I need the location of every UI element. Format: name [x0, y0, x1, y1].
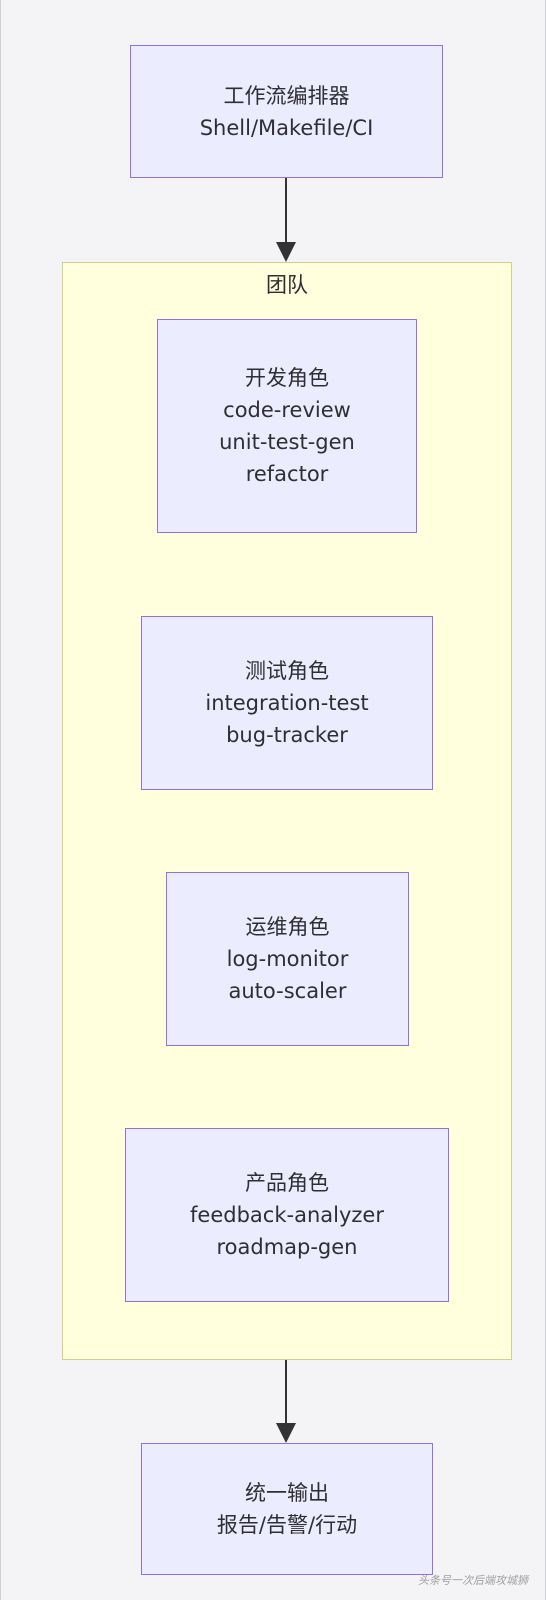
- left-frame-border: [0, 0, 1, 1600]
- output-subtitle: 报告/告警/行动: [216, 1513, 358, 1537]
- role-node-product: 产品角色 feedback-analyzer roadmap-gen: [125, 1128, 449, 1302]
- orchestrator-subtitle: Shell/Makefile/CI: [199, 115, 374, 140]
- role-skill: bug-tracker: [226, 723, 348, 747]
- output-title: 统一输出: [245, 1481, 329, 1505]
- role-node-dev: 开发角色 code-review unit-test-gen refactor: [157, 319, 417, 533]
- role-skill: refactor: [245, 462, 329, 486]
- orchestrator-title: 工作流编排器: [223, 83, 350, 108]
- role-skill: unit-test-gen: [219, 430, 355, 454]
- watermark-text: 头条号一次后端攻城狮: [418, 1574, 528, 1587]
- role-title: 测试角色: [245, 659, 329, 683]
- orchestrator-node: 工作流编排器 Shell/Makefile/CI: [130, 45, 443, 178]
- role-title: 产品角色: [245, 1171, 329, 1195]
- role-skill: integration-test: [205, 691, 369, 715]
- team-cluster-label: 团队: [266, 273, 308, 297]
- role-title: 运维角色: [245, 915, 330, 939]
- role-skill: feedback-analyzer: [190, 1203, 384, 1227]
- role-skill: log-monitor: [226, 947, 349, 971]
- role-title: 开发角色: [245, 366, 329, 390]
- role-skill: code-review: [223, 398, 351, 422]
- role-node-test: 测试角色 integration-test bug-tracker: [141, 616, 433, 790]
- output-node: 统一输出 报告/告警/行动: [141, 1443, 433, 1575]
- role-skill: auto-scaler: [228, 979, 347, 1003]
- role-skill: roadmap-gen: [216, 1235, 358, 1259]
- role-node-ops: 运维角色 log-monitor auto-scaler: [166, 872, 409, 1046]
